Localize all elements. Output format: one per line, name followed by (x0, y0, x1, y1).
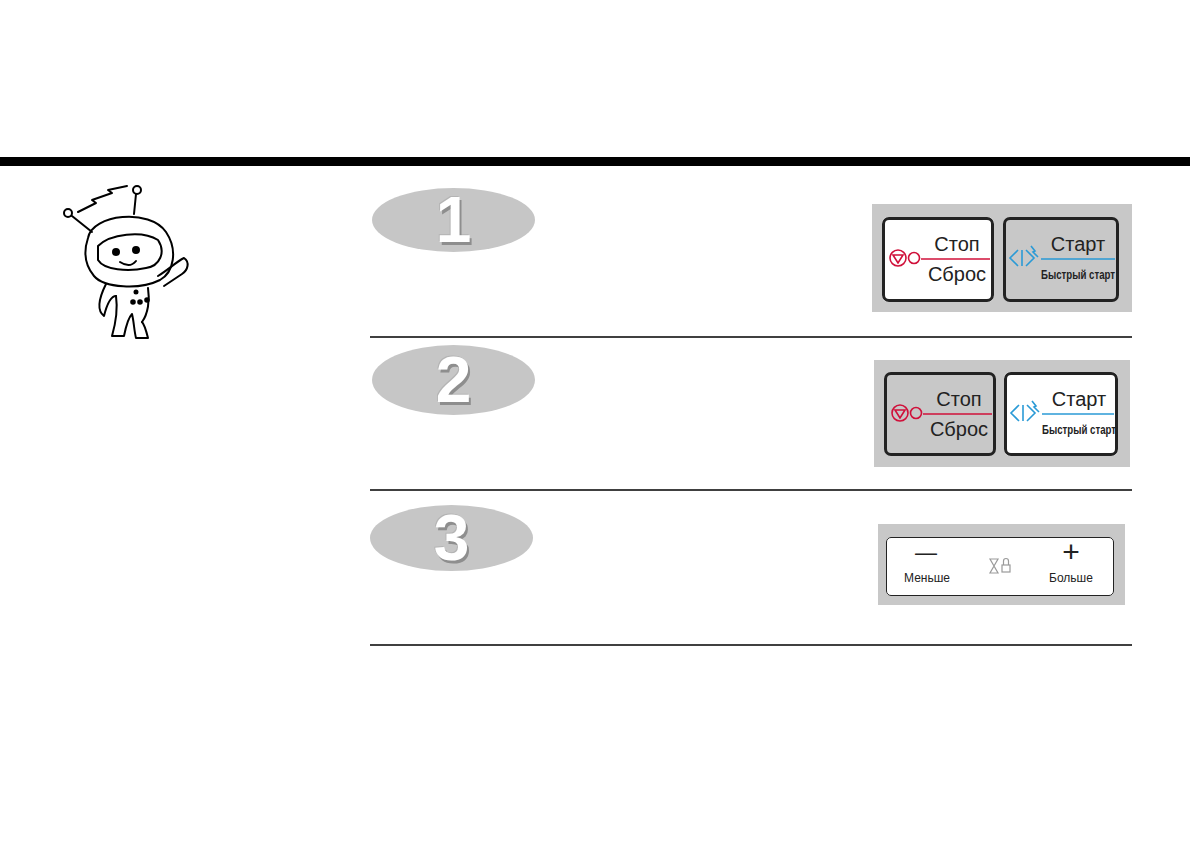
button-panel (872, 204, 1132, 312)
start-rule (1042, 413, 1114, 415)
start-icon (1011, 401, 1039, 421)
stop-icon (892, 405, 922, 421)
button-label: Стоп (936, 389, 981, 409)
button-label: Старт (1051, 234, 1105, 254)
button-panel (878, 524, 1125, 605)
button-label: Больше (1049, 572, 1093, 584)
button-label: Старт (1052, 389, 1106, 409)
button-fill (882, 217, 994, 302)
button-fill (886, 537, 1114, 596)
button-label: Быстрый старт (1041, 268, 1115, 281)
less-more-control: — Меньше + Больше (886, 537, 1114, 596)
start-rule (1041, 258, 1115, 260)
step-number: 2 (372, 345, 535, 415)
stop-icon (890, 250, 920, 266)
start-icon (1010, 246, 1038, 266)
button-panel (874, 360, 1130, 467)
stop-rule (923, 413, 992, 415)
stop-button: СтопСброс (884, 372, 996, 456)
row-separator (370, 644, 1132, 646)
stop-rule (921, 258, 990, 260)
button-label: + (1062, 537, 1080, 567)
robot-mascot (64, 186, 188, 338)
row-separator (370, 336, 1132, 338)
button-label: Меньше (904, 572, 950, 584)
stop-button: СтопСброс (882, 217, 994, 302)
step-number-text: 2 (436, 348, 472, 412)
step-number: 3 (370, 505, 533, 571)
button-label: Быстрый старт (1042, 423, 1116, 436)
button-label: — (915, 542, 937, 564)
row-separator (370, 489, 1132, 491)
step-number: 1 (372, 188, 535, 252)
start-button: СтартБыстрый старт (1004, 372, 1118, 456)
button-label: Сброс (928, 264, 986, 284)
button-label: Сброс (930, 419, 988, 439)
step-number-text: 1 (436, 188, 472, 252)
timer-lock-icon (990, 559, 1010, 574)
start-button: СтартБыстрый старт (1003, 217, 1119, 302)
button-fill (1004, 372, 1118, 456)
header-rule (0, 157, 1190, 166)
button-label: Стоп (934, 234, 979, 254)
step-number-text: 3 (434, 506, 470, 570)
